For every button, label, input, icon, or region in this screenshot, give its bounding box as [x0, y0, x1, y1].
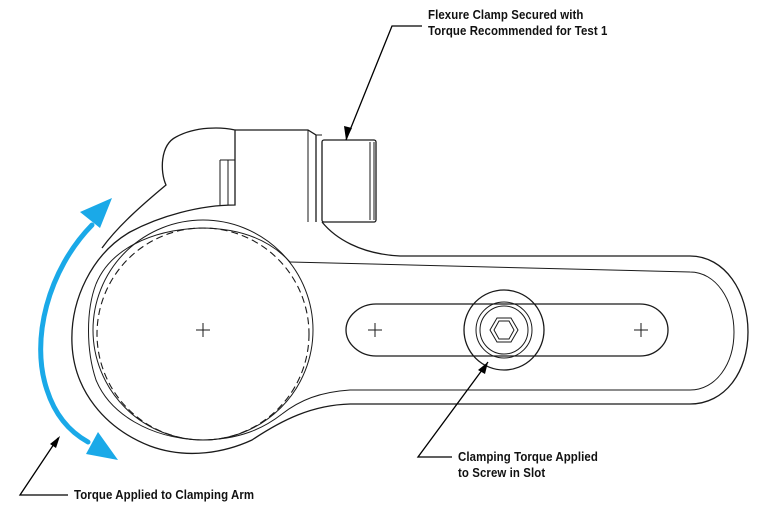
clamping-torque-line2: to Screw in Slot [458, 465, 546, 480]
clamping-torque-line1: Clamping Torque Applied [458, 449, 598, 464]
securing-screw [321, 139, 377, 223]
flexure-clamp-line1: Flexure Clamp Secured with [428, 7, 584, 22]
arm-torque-line1: Torque Applied to Clamping Arm [74, 487, 255, 502]
flexure-clamp-line2: Torque Recommended for Test 1 [428, 23, 608, 38]
clamping-torque-annotation: Clamping Torque Applied to Screw in Slot [458, 449, 598, 481]
slot-screw [463, 289, 545, 371]
flexure-clamp-annotation: Flexure Clamp Secured with Torque Recomm… [428, 7, 607, 39]
bore [92, 219, 314, 441]
clamp-body [71, 127, 749, 455]
slot [345, 303, 669, 357]
leader-flexure [344, 25, 422, 141]
curved-double-arrow-icon [38, 198, 118, 460]
leader-arm [18, 436, 68, 496]
flexure-slit-block [219, 129, 322, 222]
hex-socket-icon [489, 317, 519, 343]
leader-clamping [416, 361, 489, 458]
arm-torque-annotation: Torque Applied to Clamping Arm [74, 487, 254, 503]
